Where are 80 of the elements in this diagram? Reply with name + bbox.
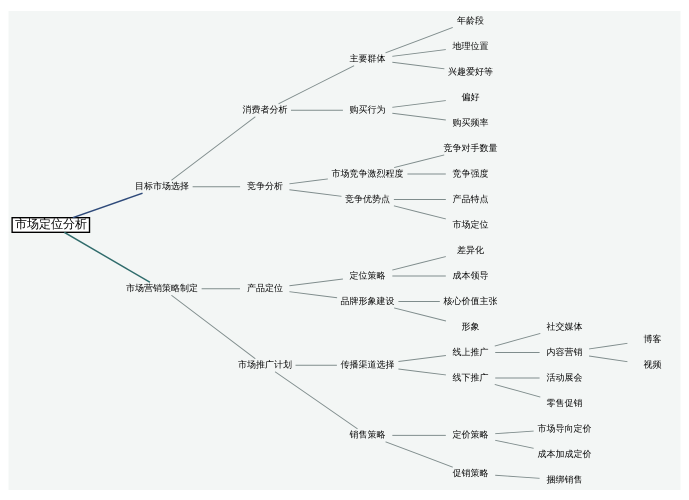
node-text: 线下推广 (452, 372, 489, 383)
node-text: 市场营销策略制定 (126, 284, 198, 294)
node-text: 成本领导 (452, 270, 489, 281)
connector (295, 364, 338, 366)
connector (392, 256, 446, 270)
connector (406, 173, 446, 174)
connector (494, 332, 541, 346)
connector (385, 440, 454, 468)
node-text: 核心价值主张 (444, 296, 498, 306)
connector (72, 192, 143, 218)
connector (392, 275, 446, 276)
connector (288, 290, 338, 298)
connector (588, 355, 628, 362)
connector (170, 294, 256, 359)
node-text: 购买行为 (350, 105, 386, 116)
connector (392, 61, 445, 69)
connector (398, 300, 440, 302)
node-text: 主要群体 (350, 54, 386, 64)
node-box: 市场定位分析 (11, 216, 90, 232)
node-text: 传播渠道选择 (340, 360, 395, 370)
node-text: 目标市场选择 (134, 182, 189, 192)
node-text: 竞争分析 (246, 182, 283, 192)
connector (201, 288, 240, 289)
connector (274, 370, 358, 429)
node-text: 市场推广计划 (238, 360, 292, 370)
node-text: 市场定位 (452, 220, 489, 230)
node-text: 定价策略 (452, 430, 489, 440)
node-text: 购买频率 (452, 118, 489, 128)
connector (394, 154, 445, 168)
node-text: 促销策略 (452, 468, 489, 478)
node-text: 成本加成定价 (537, 449, 592, 460)
node-text: 活动展会 (546, 372, 582, 383)
node-text: 产品特点 (452, 194, 489, 204)
connector (494, 430, 534, 434)
node-text: 博客 (643, 334, 662, 345)
node-text: 竞争优势点 (345, 194, 390, 204)
connector (392, 434, 446, 436)
node-text: 视频 (643, 360, 662, 370)
connector (494, 377, 540, 378)
node-text: 零售促销 (546, 398, 582, 408)
connector (288, 178, 328, 184)
node-text: 市场竞争激烈程度 (332, 168, 404, 179)
connector (192, 186, 241, 187)
node-text: 竞争对手数量 (444, 143, 498, 154)
node-text: 偏好 (462, 92, 480, 102)
node-text: 内容营销 (546, 347, 582, 358)
node-text: 捆绑销售 (546, 474, 582, 485)
connector (290, 109, 344, 110)
connector (394, 306, 446, 321)
connector (393, 198, 446, 200)
connector (393, 204, 446, 219)
node-text: 定位策略 (350, 270, 386, 281)
node-text: 竞争强度 (452, 168, 489, 179)
connector (494, 383, 541, 398)
connector (288, 188, 342, 196)
connector (494, 439, 534, 448)
node-text: 差异化 (457, 245, 484, 256)
connector (278, 64, 355, 104)
connector (588, 342, 628, 349)
node-text: 地理位置 (452, 41, 489, 52)
node-text: 年龄段 (457, 16, 484, 26)
connector (385, 26, 454, 53)
node-text: 销售策略 (350, 430, 386, 440)
connector (392, 48, 446, 56)
node-text: 品牌形象建设 (340, 296, 395, 306)
connector (398, 368, 446, 375)
node-text: 兴趣爱好等 (448, 66, 494, 77)
connector (398, 354, 446, 362)
node-text: 线上推广 (452, 347, 489, 358)
node-text: 消费者分析 (242, 105, 288, 116)
connector (64, 231, 150, 282)
node-text: 产品定位 (246, 284, 283, 294)
node-text: 社交媒体 (546, 322, 582, 332)
connector (288, 278, 344, 286)
connector (170, 116, 256, 180)
connector (392, 100, 446, 108)
node-text: 形象 (462, 322, 480, 332)
connector (494, 474, 540, 478)
connector (392, 112, 446, 120)
node-text: 市场导向定价 (537, 424, 592, 434)
